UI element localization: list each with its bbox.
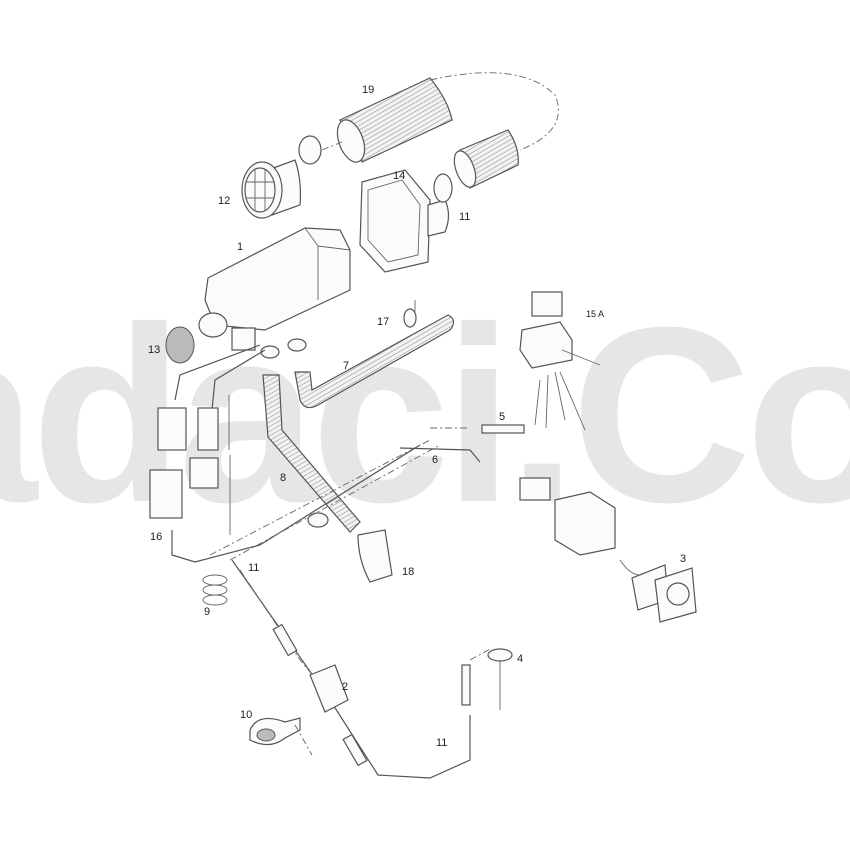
callout-15: 14 xyxy=(393,170,406,182)
callout-17: 16 xyxy=(150,531,163,543)
callout-2: 2 xyxy=(342,681,349,693)
callout-6: 6 xyxy=(432,454,439,466)
harness-relay-part xyxy=(399,291,616,556)
callout-10: 10 xyxy=(240,709,253,721)
air-inlet-hood-part xyxy=(359,169,453,273)
callout-1: 1 xyxy=(237,241,244,253)
fuel-line-pump-part xyxy=(231,559,513,779)
pump-bracket-part xyxy=(249,717,313,756)
wiring-connectors-part xyxy=(149,344,441,563)
callout-11-lower-label: 11 xyxy=(436,737,448,749)
callout-13: 12 xyxy=(218,195,231,207)
heater-unit-part xyxy=(198,227,351,351)
callout-12: 11 xyxy=(459,211,471,223)
callout-5: 5 xyxy=(499,411,506,423)
callout-14: 13 xyxy=(148,344,161,356)
hot-air-duct-part xyxy=(336,72,559,189)
callout-19: 18 xyxy=(402,566,415,578)
control-unit-part xyxy=(619,559,697,623)
callout-9: 9 xyxy=(204,606,211,618)
callout-8: 8 xyxy=(280,472,287,484)
callout-3: 3 xyxy=(680,553,687,565)
callout-11-upper: 11 xyxy=(248,562,260,574)
fuse-label: 15 A xyxy=(586,309,605,319)
callout-16: 19 xyxy=(362,84,375,96)
hose-clips-part xyxy=(202,574,228,606)
callout-18: 17 xyxy=(377,316,390,328)
callout-7: 7 xyxy=(343,360,350,372)
combustion-air-hose-part xyxy=(287,300,455,409)
exhaust-hose-part xyxy=(260,345,393,583)
callout-4: 4 xyxy=(517,653,524,665)
air-outlet-grille-part xyxy=(241,135,343,219)
inlet-screen-part xyxy=(165,326,195,364)
